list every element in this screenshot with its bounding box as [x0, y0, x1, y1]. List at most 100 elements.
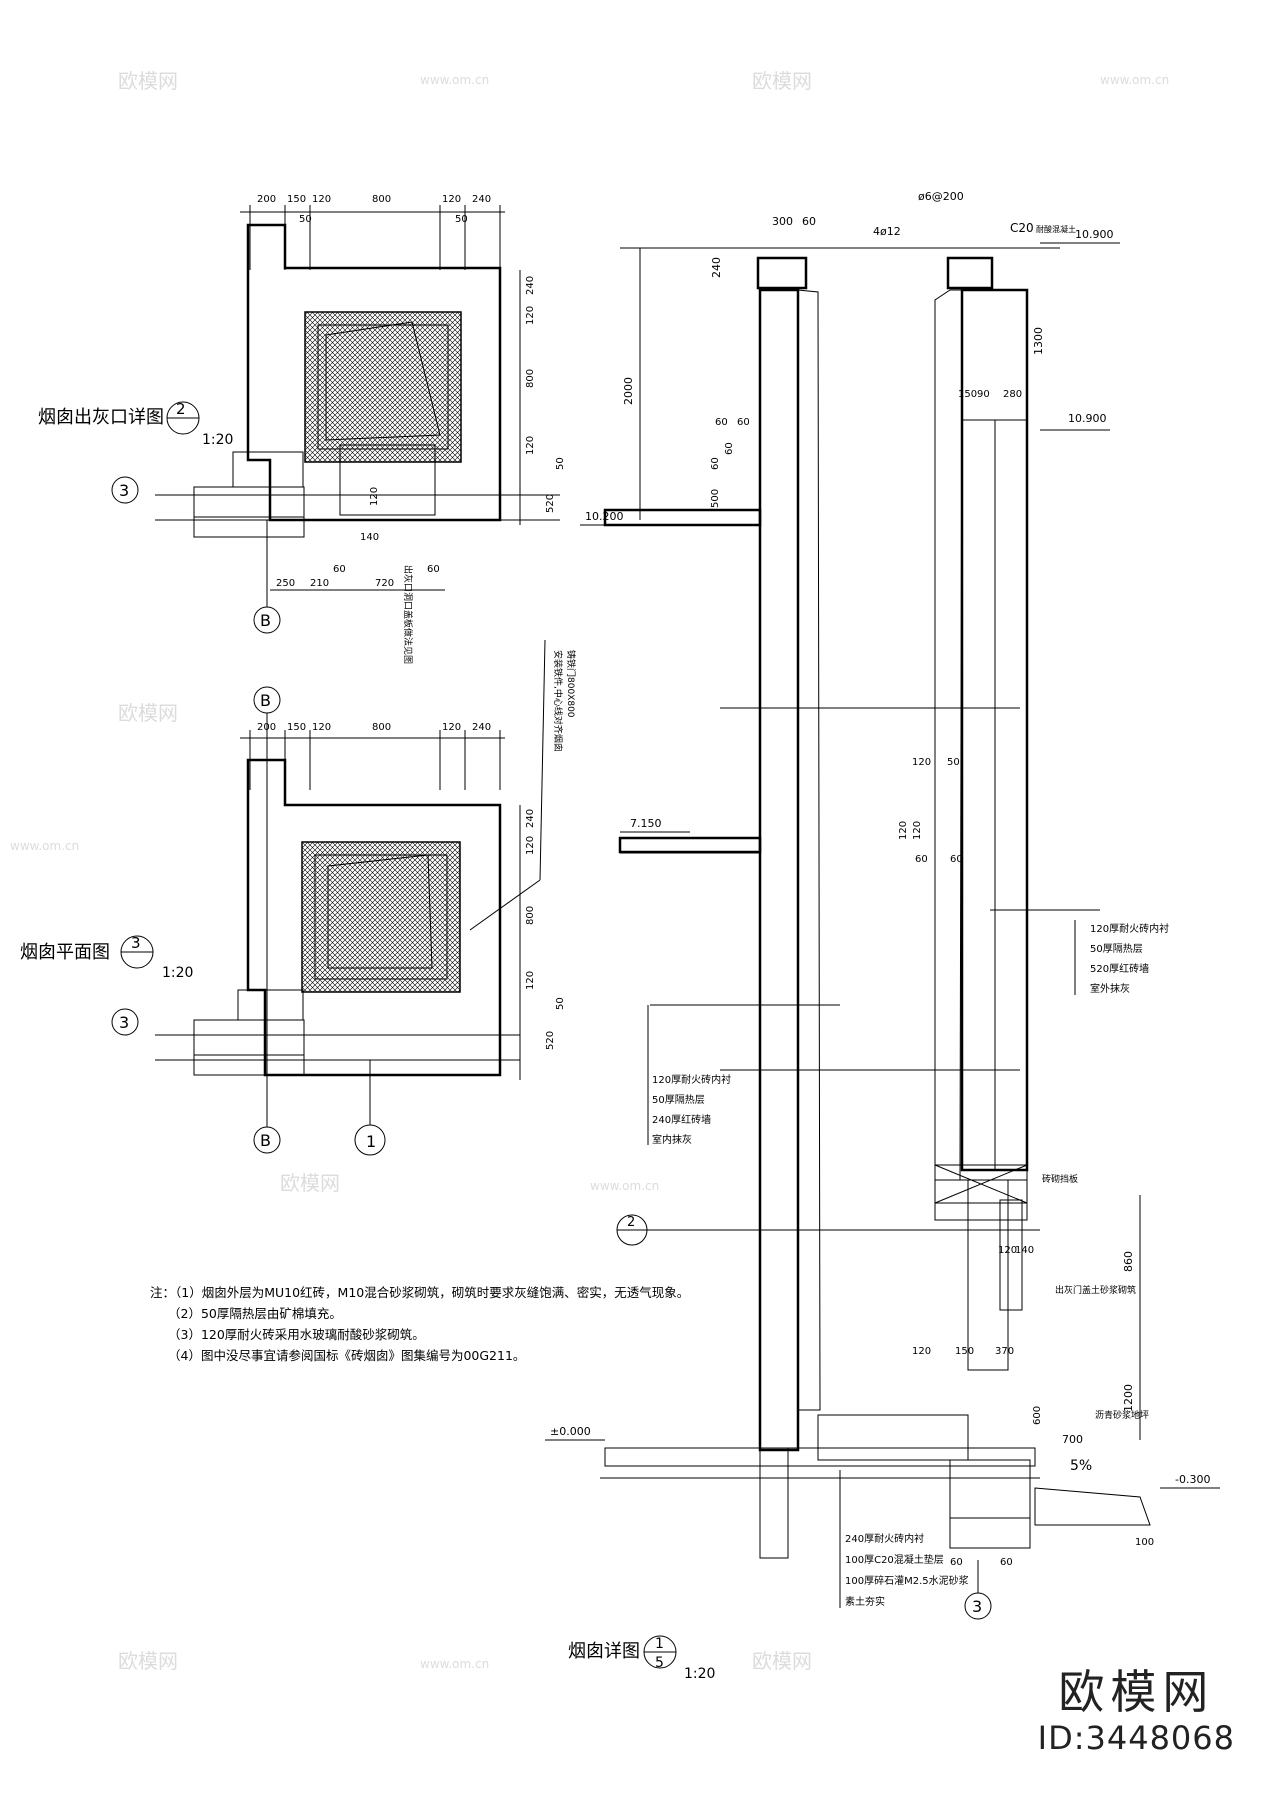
dim-label: 210: [310, 578, 329, 589]
dim-label: C20: [1010, 221, 1034, 235]
dim-label: 150: [955, 1346, 974, 1357]
dim-label: 240: [472, 194, 491, 205]
dim-label: 370: [995, 1346, 1014, 1357]
dim-label: 120: [998, 1245, 1017, 1256]
dim-label: 120: [912, 1346, 931, 1357]
grid-mark-3: [111, 476, 139, 504]
layer-label: 120厚耐火砖内衬: [1090, 922, 1169, 935]
dim-label: 50: [947, 757, 960, 768]
construction-notes: 注：（1）烟囱外层为MU10红砖，M10混合砂浆砌筑，砌筑时要求灰缝饱满、密实，…: [150, 1282, 689, 1366]
dim-label: 4ø12: [873, 225, 901, 238]
dim-label: 150: [287, 194, 306, 205]
dim-label: 800: [525, 906, 536, 925]
view-title: 烟囱出灰口详图: [38, 407, 164, 428]
dim-label: 60: [427, 564, 440, 575]
dim-label: 520: [545, 1031, 556, 1050]
watermark-site: www.om.cn: [420, 73, 489, 87]
dim-label: 60: [333, 564, 346, 575]
elev-label: 10.200: [585, 510, 624, 523]
dim-label: 800: [372, 194, 391, 205]
dim-label: 120: [442, 722, 461, 733]
layer-label: 室外抹灰: [1090, 982, 1130, 995]
grid-mark-label: 3: [119, 1013, 129, 1032]
watermark-site: www.om.cn: [1100, 73, 1169, 87]
dim-label: 60: [1000, 1557, 1013, 1568]
elev-label: 10.900: [1068, 412, 1107, 425]
dim-label: 600: [1032, 1406, 1043, 1425]
view-title: 烟囱详图: [568, 1641, 640, 1662]
dim-label: 120: [525, 306, 536, 325]
dim-label: 120: [912, 821, 923, 840]
dim-label: 60: [715, 417, 728, 428]
watermark-brand: 欧模网: [118, 701, 178, 725]
grid-mark-label: B: [260, 691, 271, 710]
layer-label: 50厚隔热层: [1090, 942, 1143, 955]
pave-label: 沥青砂浆地坪: [1095, 1409, 1149, 1421]
dim-label: 500: [710, 489, 721, 508]
dim-label: 120: [898, 821, 909, 840]
dim-label: 耐酸混凝土: [1036, 224, 1076, 234]
layer-label: 室内抹灰: [652, 1133, 692, 1146]
dim-label: 240: [525, 276, 536, 295]
elev-label: 10.900: [1075, 228, 1114, 241]
dim-label: 860: [1122, 1251, 1135, 1272]
dim-label: 300: [772, 215, 793, 228]
dim-label: 60: [802, 215, 816, 228]
dim-label: 120: [312, 194, 331, 205]
door-label: 出灰门盖土砂浆砌筑: [1055, 1284, 1136, 1296]
watermark-site: www.om.cn: [590, 1179, 659, 1193]
watermark-brand: 欧模网: [118, 69, 178, 93]
note-line: 注：（1）烟囱外层为MU10红砖，M10混合砂浆砌筑，砌筑时要求灰缝饱满、密实，…: [150, 1285, 690, 1300]
view-number: 1: [655, 1636, 664, 1652]
grid-mark-label: B: [260, 611, 271, 630]
grid-mark-label: 2: [627, 1215, 635, 1230]
view-number: 3: [131, 934, 141, 952]
dim-label: 50: [555, 997, 566, 1010]
dim-label: 90: [977, 389, 990, 400]
dim-label: ø6@200: [918, 190, 964, 203]
plan-note: 铸铁门800X800: [565, 650, 577, 718]
dim-label: 150: [958, 389, 977, 400]
watermark-brand: 欧模网: [118, 1649, 178, 1673]
watermark-layer: 欧模网 www.om.cn 欧模网 www.om.cn 欧模网 www.om.c…: [10, 69, 1169, 1673]
plan-note: 安装铁件,中心线对齐烟囱: [552, 650, 564, 752]
dim-label: 520: [545, 494, 556, 513]
grid-mark-label: B: [260, 1131, 271, 1150]
dim-label: 800: [372, 722, 391, 733]
chimney-section: 300 60 ø6@200 4ø12 C20 耐酸混凝土 10.900: [545, 190, 1220, 1620]
note-line: （4）图中没尽事宜请参阅国标《砖烟囱》图集编号为00G211。: [168, 1348, 526, 1363]
grid-mark-label: 3: [972, 1597, 982, 1616]
layer-label: 50厚隔热层: [652, 1093, 705, 1106]
door-note: 出灰口洞口盖板做法见图: [402, 565, 414, 664]
view-scale: 1:20: [202, 432, 233, 448]
grid-mark-3: [111, 1008, 139, 1036]
dim-label: 800: [525, 369, 536, 388]
layer-label: 100厚C20混凝土垫层: [845, 1553, 944, 1566]
chimney-plan: 200 150 120 800 120 240 240 120 800 120 …: [111, 639, 577, 1156]
elev-label: 7.150: [630, 817, 662, 830]
dim-label: 140: [360, 532, 379, 543]
baffle-label: 砖砌挡板: [1042, 1173, 1078, 1185]
slope-label: 5%: [1070, 1458, 1092, 1474]
view-title: 烟囱平面图: [20, 942, 110, 963]
dim-label: 280: [1003, 389, 1022, 400]
dim-label: 120: [525, 971, 536, 990]
dim-label: 120: [312, 722, 331, 733]
dim-label: 240: [525, 809, 536, 828]
dim-label: 150: [287, 722, 306, 733]
dim-label: 200: [257, 194, 276, 205]
dim-label: 60: [950, 854, 963, 865]
note-line: （2）50厚隔热层由矿棉填充。: [168, 1306, 342, 1321]
dim-label: 120: [525, 836, 536, 855]
dim-label: 60: [710, 457, 721, 470]
watermark-site: www.om.cn: [420, 1657, 489, 1671]
dim-label: 1300: [1032, 327, 1045, 355]
dim-label: 50: [455, 214, 468, 225]
brand-logo: 欧模网 ID:3448068: [1038, 1664, 1235, 1756]
dim-label: 2000: [622, 377, 635, 405]
view-scale: 1:20: [684, 1666, 715, 1682]
dim-label: 250: [276, 578, 295, 589]
brand-name: 欧模网: [1058, 1665, 1215, 1719]
layer-label: 240厚红砖墙: [652, 1113, 711, 1126]
